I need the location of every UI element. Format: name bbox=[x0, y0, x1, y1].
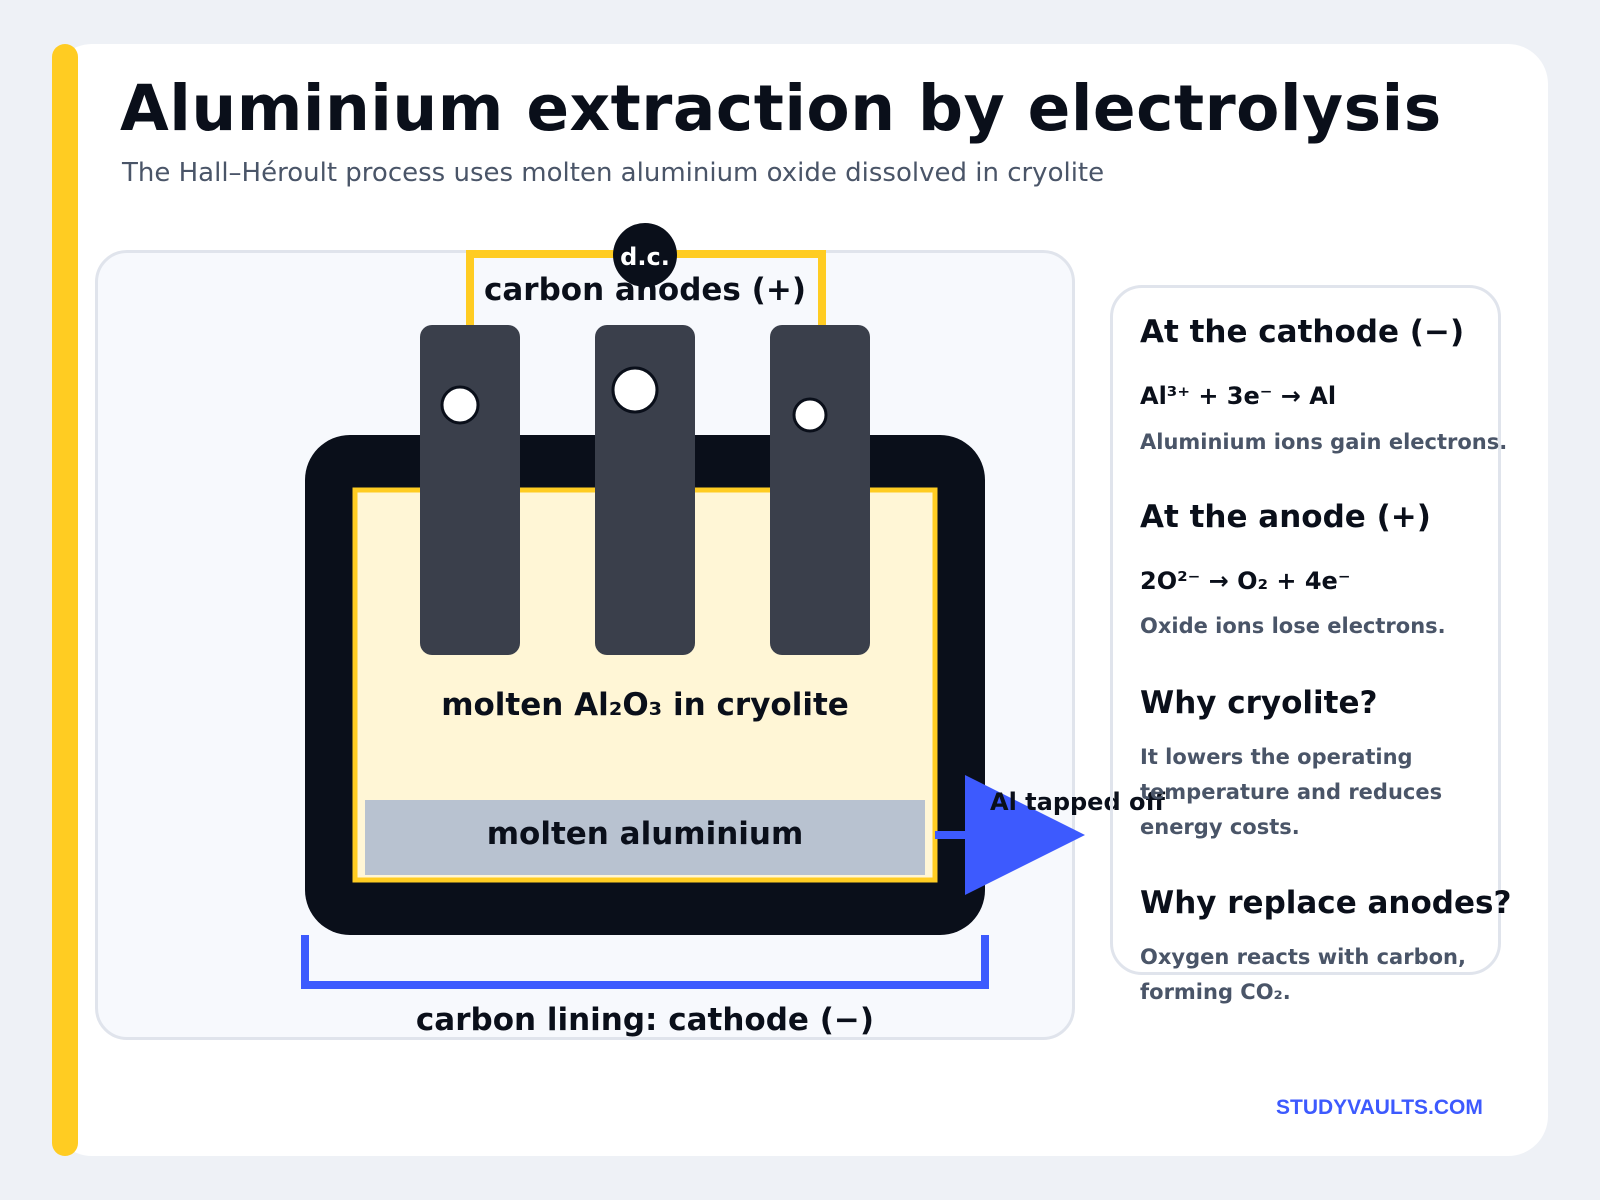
cathode-heading: At the cathode (−) bbox=[1140, 314, 1465, 350]
cryolite-text: It lowers the operating temperature and … bbox=[1140, 745, 1443, 839]
power-label: d.c. bbox=[620, 243, 670, 271]
info-panel bbox=[1110, 285, 1501, 975]
replace-heading: Why replace anodes? bbox=[1140, 885, 1512, 921]
anode-1 bbox=[420, 325, 520, 655]
accent-bar bbox=[52, 44, 78, 1156]
page-subtitle: The Hall–Héroult process uses molten alu… bbox=[122, 158, 1105, 188]
page-title: Aluminium extraction by electrolysis bbox=[120, 72, 1442, 145]
power-source bbox=[613, 223, 677, 287]
bubble-2 bbox=[611, 366, 659, 414]
molten-aluminium-layer bbox=[365, 800, 925, 875]
molten-aluminium-label: molten aluminium bbox=[487, 816, 804, 852]
tap-label: Al tapped off bbox=[990, 788, 1165, 816]
tap-arrow-head bbox=[965, 775, 1085, 895]
bubble-3 bbox=[792, 397, 828, 433]
anode-heading: At the anode (+) bbox=[1140, 499, 1431, 535]
cryolite-heading: Why cryolite? bbox=[1140, 685, 1378, 721]
electrolyte-label: molten Al₂O₃ in cryolite bbox=[441, 687, 849, 723]
replace-text: Oxygen reacts with carbon, forming CO₂. bbox=[1140, 945, 1466, 1004]
anode-text: Oxide ions lose electrons. bbox=[1140, 614, 1446, 638]
anode-3 bbox=[770, 325, 870, 655]
anode-equation: 2O²⁻ → O₂ + 4e⁻ bbox=[1140, 567, 1351, 595]
cathode-label: carbon lining: cathode (−) bbox=[416, 1002, 874, 1038]
bubble-1 bbox=[440, 385, 480, 425]
cathode-bracket bbox=[301, 935, 989, 989]
cathode-text: Aluminium ions gain electrons. bbox=[1140, 430, 1508, 454]
cathode-equation: Al³⁺ + 3e⁻ → Al bbox=[1140, 382, 1337, 410]
brand-watermark[interactable]: STUDYVAULTS.COM bbox=[1276, 1096, 1483, 1119]
